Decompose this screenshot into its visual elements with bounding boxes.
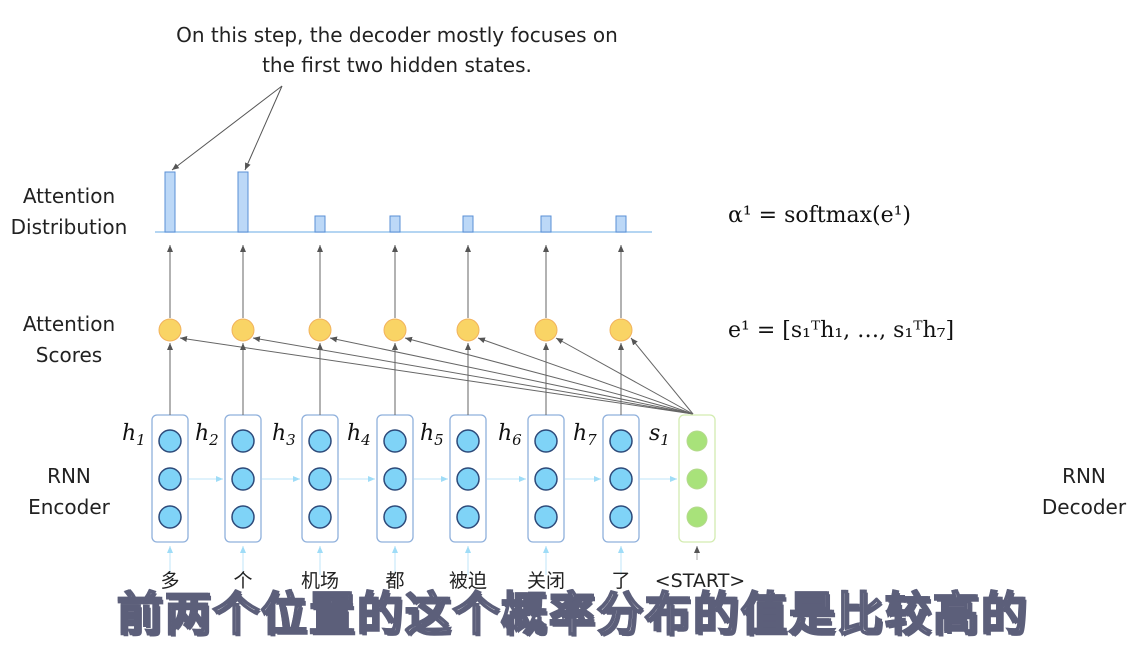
input-word: 机场 [301,570,339,592]
encoder-neuron [383,467,407,491]
encoder-neuron [456,467,480,491]
scores-equation: e¹ = [s₁ᵀh₁, …, s₁ᵀh₇] [728,318,954,343]
decoder-to-score-arrow [252,336,694,415]
decoder-label-2: Decoder [1042,495,1127,519]
attention-distribution-label-2: Distribution [11,215,128,239]
attention-distribution-label-1: Attention [23,184,115,208]
decoder-to-score-arrow [630,337,694,415]
decoder-neuron [686,468,708,490]
encoder-neuron [308,505,332,529]
encoder-neuron [456,429,480,453]
input-word: 被迫 [449,570,487,592]
hidden-state-label-4: h4 [347,421,371,449]
decoder-neuron [686,506,708,528]
decoder-label-1: RNN [1062,464,1106,488]
input-word: 多 [160,570,179,592]
decoder-neuron [686,430,708,452]
input-word: 关闭 [527,570,565,592]
encoder-neuron [456,505,480,529]
attention-score-node [456,318,480,342]
encoder-neuron [158,505,182,529]
attention-score-node [308,318,332,342]
hidden-state-label-6: h6 [498,421,522,449]
attention-bar [164,171,176,233]
annotation-line-2: the first two hidden states. [262,53,532,77]
attention-bar [615,215,627,233]
hidden-state-label-3: h3 [272,421,296,449]
decoder-to-score-arrow [329,336,694,415]
attention-scores-label-2: Scores [36,343,102,367]
decoder-to-score-arrow [555,337,694,415]
softmax-equation: α¹ = softmax(e¹) [728,203,911,228]
encoder-neuron [383,429,407,453]
attention-score-node [609,318,633,342]
attention-bar [237,171,249,233]
attention-bar [389,215,401,233]
attention-score-node [383,318,407,342]
encoder-neuron [308,467,332,491]
annotation-line-1: On this step, the decoder mostly focuses… [176,23,618,47]
decoder-input-word: <START> [655,570,745,592]
encoder-neuron [534,429,558,453]
input-word: 都 [385,570,404,592]
encoder-neuron [534,505,558,529]
hidden-state-label-7: h7 [573,421,597,449]
decoder-to-score-arrow [404,336,694,415]
encoder-neuron [383,505,407,529]
attention-score-node [534,318,558,342]
encoder-neuron [609,467,633,491]
attention-scores-label-1: Attention [23,312,115,336]
decoder-to-score-arrow [179,336,694,415]
hidden-state-label-2: h2 [195,421,219,449]
encoder-neuron [158,467,182,491]
decoder-to-score-arrow [477,337,694,415]
attention-score-node [231,318,255,342]
encoder-neuron [231,429,255,453]
hidden-state-label-1: h1 [122,421,146,449]
encoder-neuron [609,429,633,453]
input-word: 了 [611,570,630,592]
decoder-state-label: s1 [649,421,670,449]
encoder-neuron [231,467,255,491]
attention-bar [314,215,326,233]
encoder-neuron [158,429,182,453]
subtitle: 前两个位置的这个概率分布的值是比较高的 [116,586,1029,642]
encoder-label-2: Encoder [28,495,111,519]
input-word: 个 [233,570,252,592]
encoder-neuron [308,429,332,453]
attention-bar [540,215,552,233]
attention-score-node [158,318,182,342]
encoder-neuron [231,505,255,529]
attention-bar [462,215,474,233]
encoder-neuron [534,467,558,491]
encoder-label-1: RNN [47,464,91,488]
hidden-state-label-5: h5 [420,421,444,449]
encoder-neuron [609,505,633,529]
